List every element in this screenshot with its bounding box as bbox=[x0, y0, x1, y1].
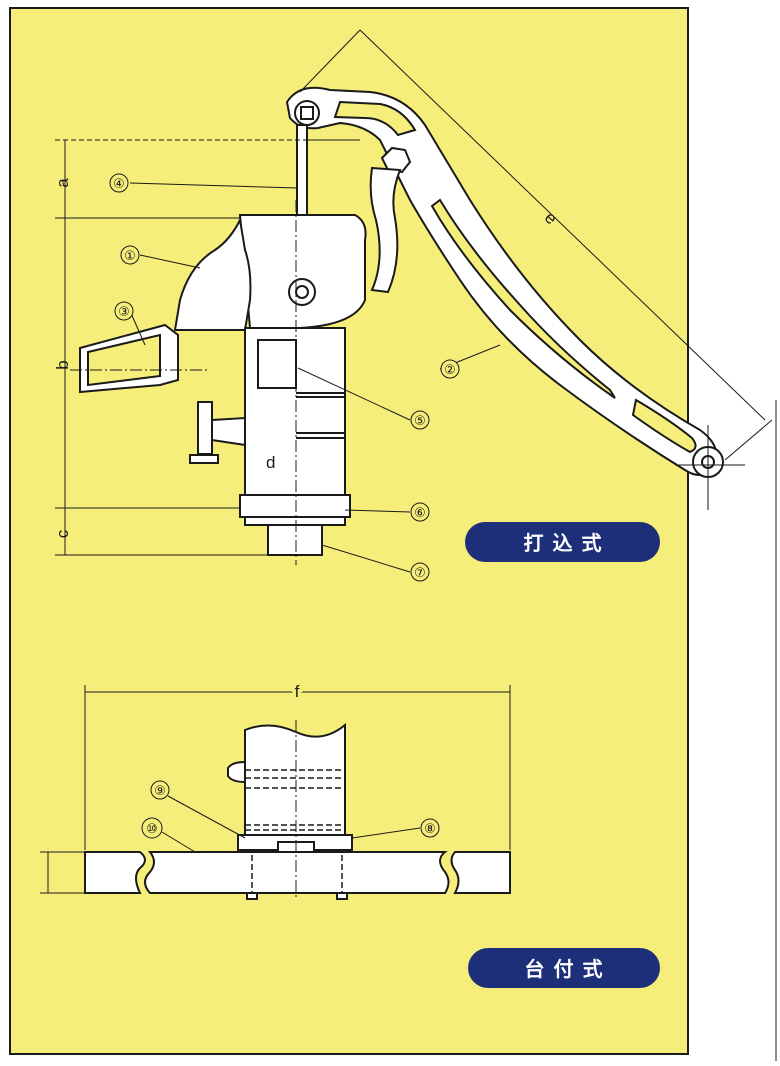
base-flange-lower bbox=[244, 516, 346, 526]
pivot-bolt-top-head bbox=[300, 106, 314, 120]
callout-leaders-top bbox=[129, 182, 501, 573]
vertical-dimension-lines bbox=[55, 139, 360, 556]
base-flange bbox=[239, 494, 351, 518]
badge-base-type: 台付式 bbox=[468, 948, 660, 988]
dim-label-a: a bbox=[53, 178, 72, 188]
spout-head bbox=[173, 216, 252, 331]
callout-5: ⑤ bbox=[414, 413, 426, 428]
dim-label-f: f bbox=[295, 682, 300, 701]
horizontal-dimension-f bbox=[84, 685, 511, 850]
badge-driven-type-text: 打込式 bbox=[524, 531, 611, 555]
fulcrum-link bbox=[369, 166, 402, 294]
base-dashed-details bbox=[245, 769, 345, 893]
base-plate-left bbox=[84, 851, 146, 894]
callout-6: ⑥ bbox=[414, 505, 426, 520]
pipe-connector bbox=[267, 524, 323, 556]
spout-inner bbox=[87, 333, 161, 387]
callout-7: ⑦ bbox=[414, 565, 426, 580]
base-pump-boss bbox=[227, 760, 246, 784]
diagonal-dimension-e bbox=[299, 29, 773, 510]
callout-circles-top bbox=[109, 173, 460, 582]
dim-label-c: c bbox=[53, 529, 72, 538]
callout-1: ① bbox=[124, 248, 136, 263]
callout-9: ⑨ bbox=[154, 783, 166, 798]
callout-2: ② bbox=[444, 362, 456, 377]
base-plate-right bbox=[450, 851, 511, 894]
callout-circles-bottom bbox=[141, 780, 440, 839]
pump-cap bbox=[238, 214, 367, 329]
dim-label-d: d bbox=[266, 453, 275, 472]
base-height-dimension bbox=[40, 851, 85, 894]
side-valve-stem bbox=[197, 401, 213, 455]
handle-slot-lower bbox=[430, 198, 616, 399]
base-plate-center bbox=[144, 851, 450, 894]
emblem-inner bbox=[295, 285, 309, 299]
bolt-right bbox=[336, 892, 348, 900]
callout-8: ⑧ bbox=[424, 821, 436, 836]
badge-driven-type: 打込式 bbox=[465, 522, 660, 562]
handle-slot-end bbox=[631, 398, 697, 454]
callout-4: ④ bbox=[113, 176, 125, 191]
callout-3: ③ bbox=[118, 304, 130, 319]
dim-label-b: b bbox=[53, 360, 72, 369]
side-valve-knob bbox=[189, 454, 219, 464]
handle-slot-upper bbox=[333, 100, 417, 137]
side-valve-boss bbox=[211, 416, 246, 447]
badge-base-type-text: 台付式 bbox=[525, 957, 612, 981]
callout-10: ⑩ bbox=[146, 821, 158, 836]
body-inner-left bbox=[257, 339, 297, 389]
bolt-left bbox=[246, 892, 258, 900]
base-pump-body bbox=[244, 722, 346, 836]
driven-pump-drawing bbox=[79, 86, 724, 556]
base-pump-drawing bbox=[84, 722, 511, 900]
callout-leaders-bottom bbox=[161, 795, 421, 853]
